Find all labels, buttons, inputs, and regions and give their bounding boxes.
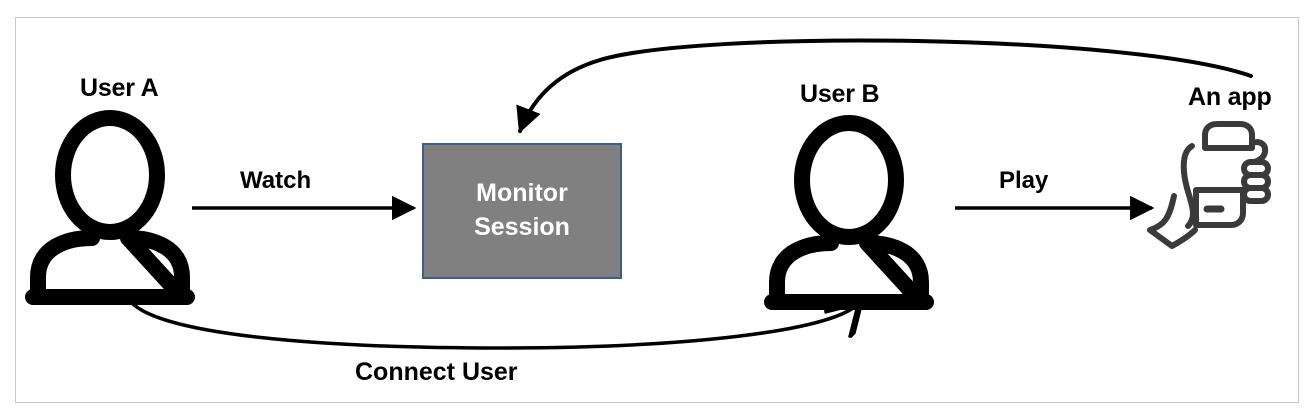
app-to-monitor-arrow <box>516 38 1253 134</box>
user-b-label: User B <box>800 80 880 108</box>
connect-user-edge-label: Connect User <box>355 358 518 386</box>
an-app-label: An app <box>1188 83 1272 111</box>
monitor-session-label-line1: Monitor <box>476 179 568 208</box>
connect-user-arrow <box>126 296 858 350</box>
play-edge-label: Play <box>999 167 1049 194</box>
diagram-frame <box>15 17 1299 403</box>
person-icon-user-a <box>25 110 195 305</box>
hand-holding-phone-icon <box>1147 121 1271 249</box>
person-icon-user-b <box>764 115 934 310</box>
watch-edge-label: Watch <box>240 167 312 194</box>
monitor-session-node[interactable]: Monitor Session <box>422 143 622 279</box>
monitor-session-label-line2: Session <box>474 213 570 241</box>
user-a-label: User A <box>80 74 159 102</box>
